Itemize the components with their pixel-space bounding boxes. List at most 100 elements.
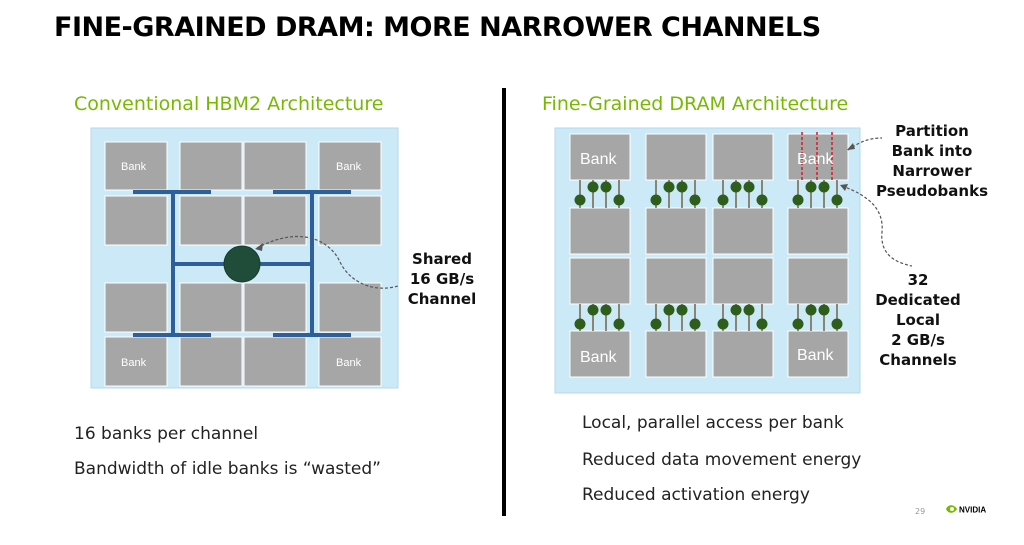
local-channel-node xyxy=(600,304,612,316)
local-channel-node xyxy=(743,181,755,193)
local-channel-node xyxy=(650,194,662,206)
right-heading: Fine-Grained DRAM Architecture xyxy=(542,93,849,115)
bank xyxy=(243,195,307,246)
local-channel-node xyxy=(717,318,729,330)
bank-label: Bank xyxy=(336,357,362,369)
bank xyxy=(645,207,707,255)
bank xyxy=(318,141,382,191)
fgdram-banks xyxy=(569,133,849,378)
local-channel-node xyxy=(574,194,586,206)
callout-leader xyxy=(256,235,399,289)
bank xyxy=(712,207,774,255)
bank xyxy=(318,336,382,387)
local-channel-node xyxy=(600,181,612,193)
local-channel-node xyxy=(756,194,768,206)
bank-label: Bank xyxy=(336,161,362,173)
bank xyxy=(104,336,168,387)
pseudobank-callout: Partition Bank into Narrower Pseudobanks xyxy=(876,122,988,200)
bank-label: Bank xyxy=(797,151,834,168)
bank xyxy=(179,336,243,387)
right-bullet: Local, parallel access per bank xyxy=(582,413,844,433)
hbm2-diagram: Bank Bank Bank Bank xyxy=(90,127,399,389)
shared-channel-callout: Shared 16 GB/s Channel xyxy=(407,250,477,308)
bank xyxy=(712,133,774,181)
left-heading: Conventional HBM2 Architecture xyxy=(74,93,384,115)
bank xyxy=(787,207,849,255)
bank xyxy=(569,257,631,305)
local-channel-node xyxy=(805,181,817,193)
bank-label: Bank xyxy=(797,347,834,364)
local-channel-node xyxy=(730,304,742,316)
bank xyxy=(787,257,849,305)
local-channel-node xyxy=(818,181,830,193)
local-channel-node xyxy=(717,194,729,206)
arrow-head-icon xyxy=(255,243,263,251)
local-channel-node xyxy=(613,318,625,330)
bank xyxy=(179,195,243,246)
bank xyxy=(104,141,168,191)
fine-grained-diagram: Bank Bank Bank Bank xyxy=(554,127,913,394)
pseudobank-partitions xyxy=(801,132,833,180)
local-channel-node xyxy=(792,194,804,206)
local-channel-node xyxy=(831,194,843,206)
bank xyxy=(645,133,707,181)
local-channel-node xyxy=(689,194,701,206)
local-channel-node xyxy=(676,181,688,193)
bank xyxy=(645,257,707,305)
local-channel-node xyxy=(676,304,688,316)
local-channel-node xyxy=(689,318,701,330)
bank xyxy=(569,133,631,181)
bank xyxy=(318,282,382,333)
bank xyxy=(179,141,243,191)
local-channels xyxy=(574,180,843,331)
right-bullet: Reduced data movement energy xyxy=(582,450,862,470)
bank xyxy=(104,282,168,333)
left-bullet: 16 banks per channel xyxy=(74,424,259,444)
bank xyxy=(243,141,307,191)
local-channel-node xyxy=(818,304,830,316)
local-channels-callout: 32 Dedicated Local 2 GB/s Channels xyxy=(875,271,961,369)
bank-label: Bank xyxy=(121,161,147,173)
right-bullet: Reduced activation energy xyxy=(582,485,810,505)
local-channel-node xyxy=(587,181,599,193)
local-channel-node xyxy=(574,318,586,330)
callout-leader xyxy=(841,185,913,267)
local-channel-node xyxy=(663,181,675,193)
bank-label: Bank xyxy=(580,349,617,366)
bank xyxy=(712,330,774,378)
bank xyxy=(645,330,707,378)
local-channel-node xyxy=(743,304,755,316)
local-channel-node xyxy=(650,318,662,330)
hbm2-banks xyxy=(104,141,382,387)
local-channel-node xyxy=(663,304,675,316)
bank xyxy=(179,282,243,333)
local-channel-node xyxy=(613,194,625,206)
bank xyxy=(712,257,774,305)
section-divider xyxy=(502,88,506,516)
slide-title: FINE-GRAINED DRAM: MORE NARROWER CHANNEL… xyxy=(54,12,821,43)
bank xyxy=(104,195,168,246)
arrow-head-icon xyxy=(840,184,848,191)
page-number: 29 xyxy=(915,507,926,516)
svg-text:NVIDIA: NVIDIA xyxy=(959,506,986,515)
bank-label: Bank xyxy=(580,151,617,168)
local-channel-node xyxy=(587,304,599,316)
bank xyxy=(318,195,382,246)
bank xyxy=(569,330,631,378)
callout-leader xyxy=(847,137,883,151)
nvidia-logo: NVIDIA xyxy=(946,505,986,515)
local-channel-node xyxy=(792,318,804,330)
local-channel-node xyxy=(730,181,742,193)
arrow-head-icon xyxy=(847,143,855,150)
bank xyxy=(787,330,849,378)
bank xyxy=(243,282,307,333)
bank xyxy=(569,207,631,255)
bank xyxy=(787,133,849,181)
bank-label: Bank xyxy=(121,357,147,369)
local-channel-node xyxy=(756,318,768,330)
left-bullet: Bandwidth of idle banks is “wasted” xyxy=(74,459,381,479)
local-channel-node xyxy=(805,304,817,316)
shared-channel-node xyxy=(223,245,261,283)
bank xyxy=(243,336,307,387)
